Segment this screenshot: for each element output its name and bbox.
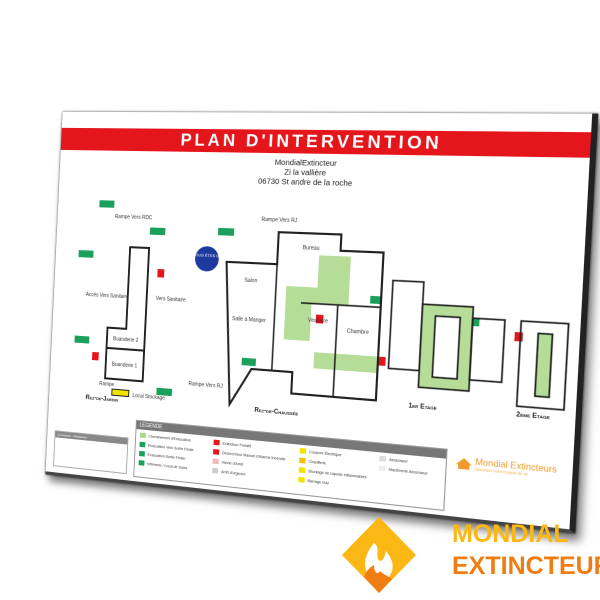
evacuation-plan-board: PLAN D'INTERVENTION MondialExtincteur Zi… (45, 111, 599, 534)
brand-line-1: MONDIAL (452, 520, 569, 548)
legend-col-4: Ascenseur Machinerie Ascenseur (378, 453, 429, 478)
info-box-title: Conception - Réalisation (55, 431, 128, 445)
plan-title: PLAN D'INTERVENTION (60, 127, 592, 158)
info-box: Conception - Réalisation (53, 430, 129, 475)
legend-col-3: Coupure Électrique Chaufferie Stockage d… (298, 446, 368, 492)
floor-plans: Rampe Vers RDC Accès Vers Sanitaire Vers… (74, 200, 588, 451)
room-label: Bureau (303, 245, 320, 252)
room-label: Vers Sanitaire (156, 296, 187, 304)
plan-rez-de-jardin (104, 246, 149, 397)
house-logo-icon (455, 456, 473, 470)
room-label: Vestiaire (308, 317, 329, 325)
flame-logo-icon (342, 517, 416, 593)
you-are-here-marker: VOUS ÊTES ICI (193, 252, 222, 259)
rooms-rez-de-chaussee: Rampe Vers RJ Bureau Salon Salle à Mange… (188, 217, 370, 390)
product-photo: PLAN D'INTERVENTION MondialExtincteur Zi… (40, 100, 599, 534)
room-label: Salle à Manger (232, 316, 267, 325)
legend-col-2: Extincteur Portatif Déclencheur Manuel d… (212, 438, 286, 483)
room-label: Rampe (99, 381, 114, 388)
plan-1er-etage (388, 281, 507, 394)
room-label: Rampe Vers RJ (261, 217, 298, 225)
room-label: Accès Vers Sanitaire (86, 292, 129, 301)
brand-logo-text: MONDIAL EXTINCTEUR (452, 518, 600, 582)
plan-2eme-etage (517, 321, 569, 410)
room-label: Rampe Vers RDC (115, 214, 153, 222)
room-label: Chambre (347, 328, 370, 336)
rooms-rez-de-jardin: Rampe Vers RDC Accès Vers Sanitaire Vers… (86, 214, 187, 402)
exit-signs (74, 200, 480, 397)
extinguisher-signs (91, 269, 523, 366)
room-label: Buanderie 1 (112, 361, 138, 369)
room-label: Salon (244, 277, 257, 284)
room-label: Rampe Vers RJ (188, 381, 223, 390)
room-label: Buanderie 2 (113, 336, 139, 344)
brand-line-2: EXTINCTEUR (452, 552, 600, 580)
legend-col-1: Cheminement d'Evacuation Evacuation Vers… (138, 430, 194, 473)
room-label: Local Stockage (132, 393, 165, 402)
